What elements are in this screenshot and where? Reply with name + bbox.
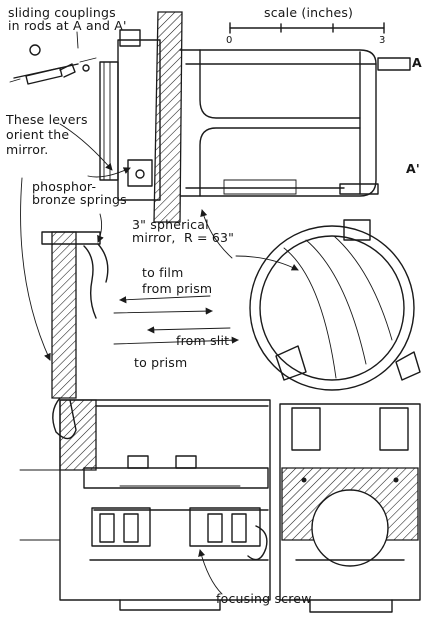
label-sliding-couplings: sliding couplings in rods at A and A': [8, 5, 127, 33]
label-point-a: A: [412, 55, 422, 70]
coupling-detail-sketch: [9, 31, 97, 85]
label-mirror: 3" spherical mirror, R = 63": [132, 217, 235, 245]
lower-body-block: [19, 399, 271, 611]
scale-bar: [229, 22, 385, 34]
label-scale-zero: 0: [226, 35, 233, 46]
side-column: [41, 231, 109, 440]
label-scale: scale (inches): [264, 5, 354, 20]
label-to-prism: to prism: [134, 355, 188, 370]
label-to-film: to film: [142, 265, 184, 280]
label-springs: phosphor- bronze springs: [32, 179, 127, 207]
top-assembly: [99, 11, 411, 223]
label-from-prism: from prism: [142, 281, 213, 296]
leader-lines: [20, 123, 299, 595]
label-scale-three: 3: [379, 35, 386, 46]
label-focusing-screw: focusing screw: [216, 591, 312, 606]
label-point-a-prime: A': [406, 161, 420, 176]
label-from-slit: from slit: [176, 333, 230, 348]
mirror-front-view: [249, 219, 421, 391]
light-rays: [113, 295, 239, 345]
label-levers: These levers orient the mirror.: [6, 112, 88, 157]
cross-section: [279, 403, 421, 613]
